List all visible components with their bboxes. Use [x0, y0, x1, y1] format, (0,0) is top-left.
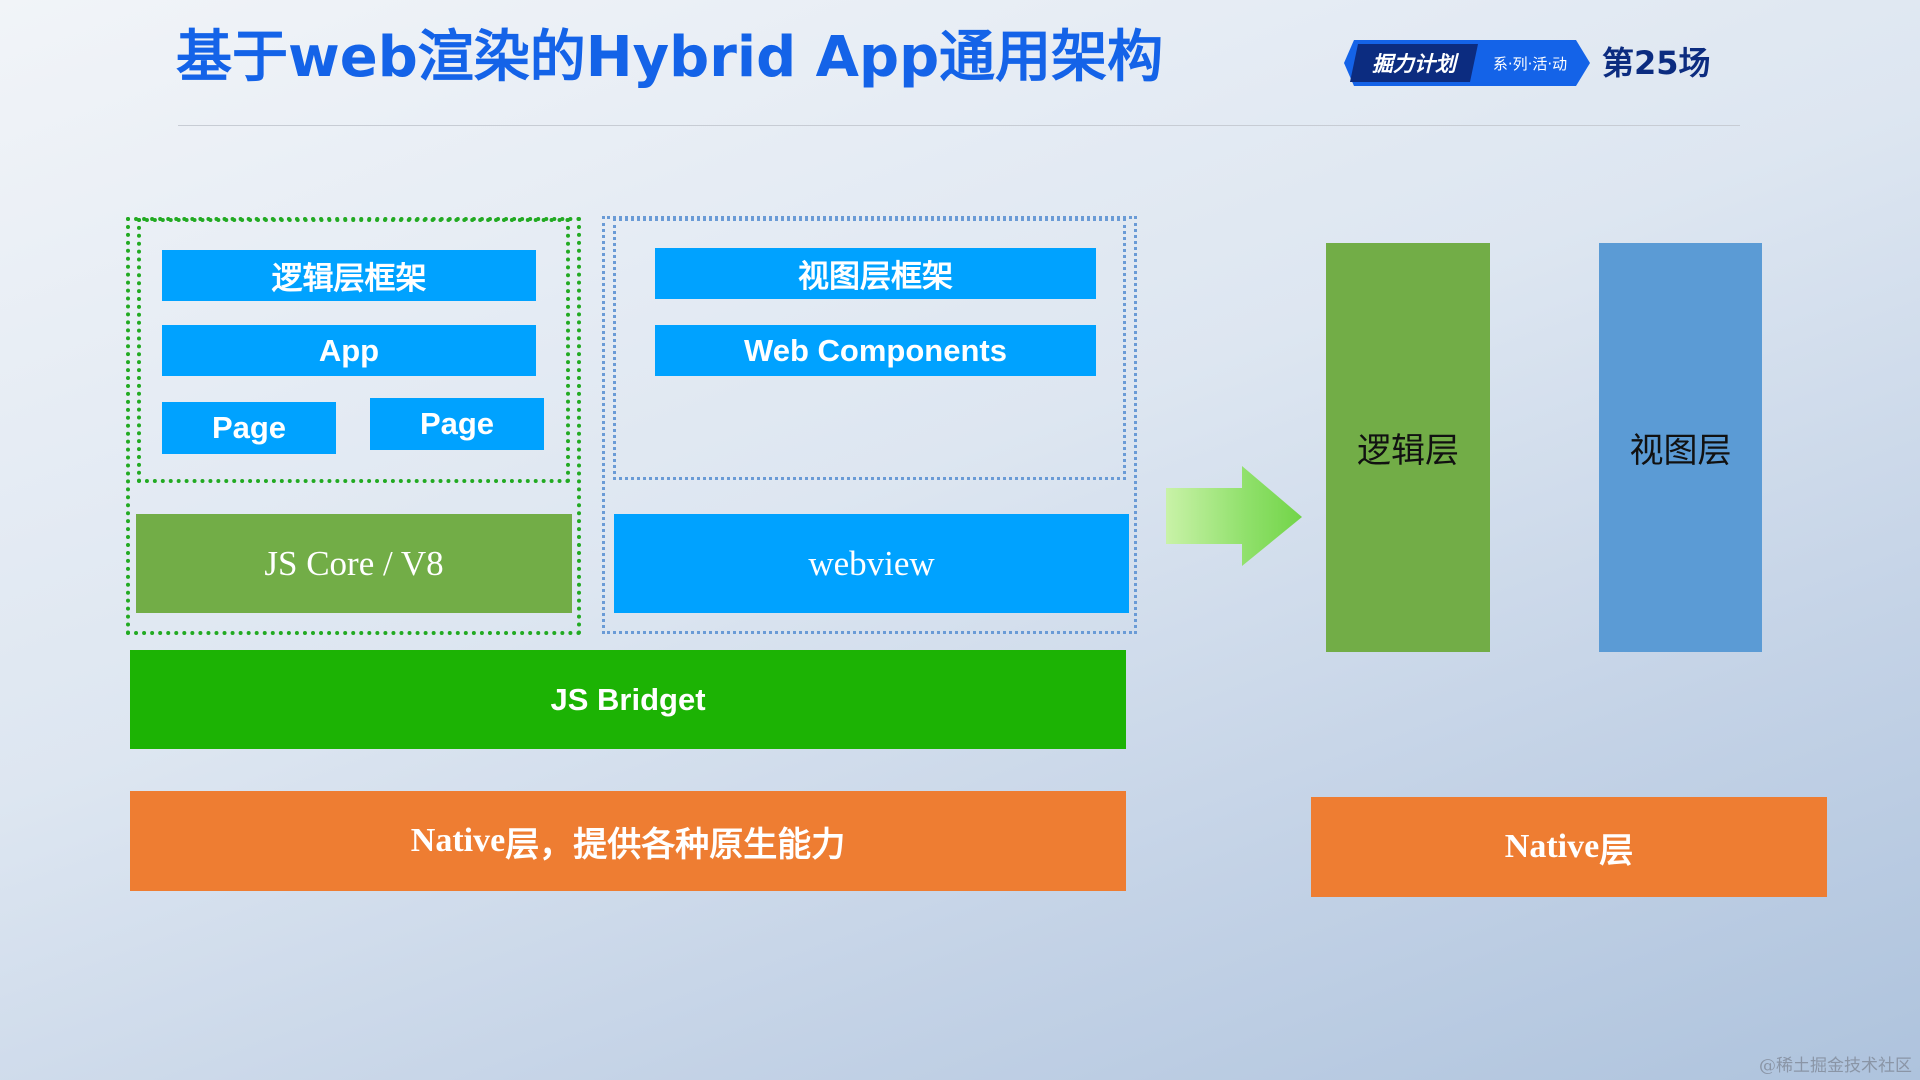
event-badge-main-label: 掘力计划	[1350, 44, 1478, 82]
native-right-prefix: Native	[1504, 828, 1600, 865]
arrow-right-icon	[1166, 466, 1302, 566]
logic-framework-box: 逻辑层框架	[162, 250, 536, 301]
js-core-box: JS Core / V8	[136, 514, 572, 613]
watermark: @稀土掘金技术社区	[1759, 1056, 1912, 1076]
native-layer-suffix: 层，提供各种原生能力	[505, 824, 846, 865]
view-framework-group	[613, 218, 1126, 480]
web-components-box: Web Components	[655, 325, 1096, 376]
js-bridge-box: JS Bridget	[130, 650, 1126, 749]
app-box: App	[162, 325, 536, 376]
session-number: 第25场	[1602, 44, 1711, 82]
view-layer-group	[602, 216, 1137, 634]
event-badge-sub-label: 系·列·活·动	[1492, 54, 1568, 73]
view-layer-column: 视图层	[1599, 243, 1762, 652]
header-divider	[178, 125, 1740, 126]
logic-framework-group	[137, 218, 570, 483]
webview-box: webview	[614, 514, 1129, 613]
page-title: 基于web渲染的Hybrid App通用架构	[176, 25, 1164, 90]
view-framework-box: 视图层框架	[655, 248, 1096, 299]
page-box-1: Page	[162, 402, 336, 454]
logic-layer-column: 逻辑层	[1326, 243, 1490, 652]
native-right-suffix: 层	[1599, 830, 1634, 871]
native-layer-prefix: Native	[410, 822, 506, 859]
page-box-2: Page	[370, 398, 544, 450]
